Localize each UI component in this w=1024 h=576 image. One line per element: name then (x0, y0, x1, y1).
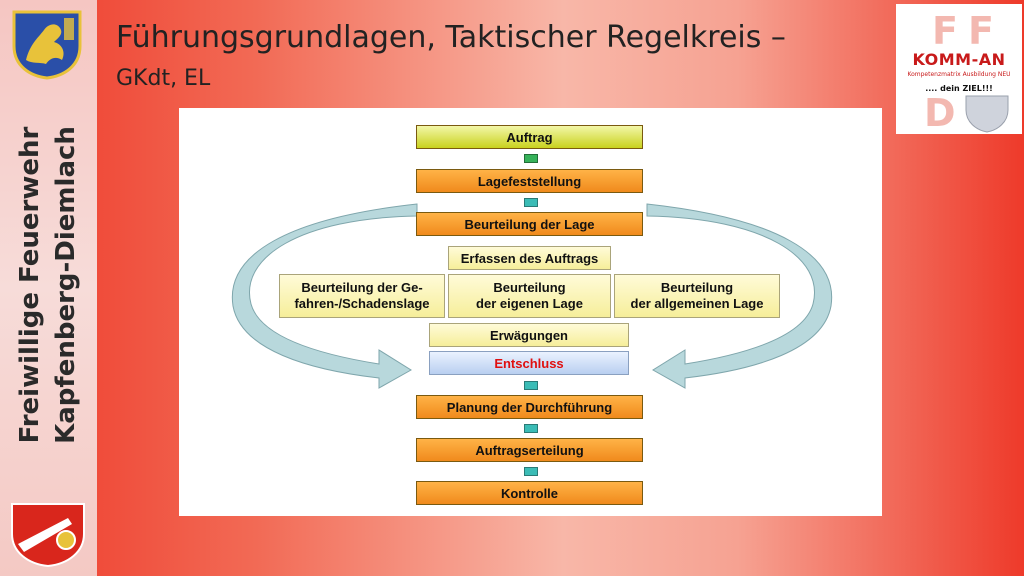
komm-an-logo: F F D KOMM-AN Kompetenzmatrix Ausbildung… (896, 4, 1022, 134)
box-erwaegungen: Erwägungen (429, 323, 629, 347)
box-auftrag: Auftrag (416, 125, 643, 149)
eigene-line-1: Beurteilung (493, 280, 566, 295)
connector-arrow-icon (524, 154, 538, 163)
gefahren-line-2: fahren-/Schadenslage (294, 296, 430, 311)
komm-an-tagline: .... dein ZIEL!!! (925, 84, 993, 93)
box-erfassen-des-auftrags: Erfassen des Auftrags (448, 246, 611, 270)
vertical-org-name: Freiwillige Feuerwehr Kapfenberg-Diemlac… (12, 80, 84, 490)
sidebar: Freiwillige Feuerwehr Kapfenberg-Diemlac… (0, 0, 97, 576)
gefahren-line-1: Beurteilung der Ge- (301, 280, 423, 295)
komm-an-subtitle: Kompetenzmatrix Ausbildung NEU (907, 71, 1011, 78)
connector-arrow-icon (524, 381, 538, 390)
allgemein-line-1: Beurteilung (660, 280, 734, 295)
box-beurteilung-allgemeine-lage: Beurteilung der allgemeinen Lage (614, 274, 780, 318)
komm-an-shield-icon: F F D (924, 9, 1009, 134)
komm-an-title: KOMM-AN (912, 50, 1006, 69)
box-kontrolle: Kontrolle (416, 481, 643, 505)
connector-arrow-icon (524, 198, 538, 207)
connector-arrow-icon (524, 424, 538, 433)
connector-arrow-icon (524, 467, 538, 476)
box-entschluss: Entschluss (429, 351, 629, 375)
crest-icon (12, 10, 82, 80)
fire-brigade-logo-icon (11, 503, 85, 568)
box-beurteilung-der-lage: Beurteilung der Lage (416, 212, 643, 236)
eigene-line-2: der eigenen Lage (476, 296, 583, 311)
slide-title: Führungsgrundlagen, Taktischer Regelkrei… (116, 20, 786, 55)
svg-text:F: F (932, 9, 958, 53)
svg-text:F: F (968, 9, 994, 53)
box-auftragserteilung: Auftragserteilung (416, 438, 643, 462)
cycle-arrows (231, 203, 833, 389)
slide-subtitle: GKdt, EL (116, 66, 211, 91)
allgemein-line-2: der allgemeinen Lage (630, 296, 764, 311)
box-beurteilung-eigene-lage: Beurteilung der eigenen Lage (448, 274, 611, 318)
box-planung: Planung der Durchführung (416, 395, 643, 419)
diagram-panel: Auftrag Lagefeststellung Beurteilung der… (179, 108, 882, 516)
org-line-2: Kapfenberg-Diemlach (51, 126, 81, 444)
right-cycle-arrow-icon (646, 203, 833, 389)
box-beurteilung-gefahren: Beurteilung der Ge- fahren-/Schadenslage (279, 274, 445, 318)
left-cycle-arrow-icon (231, 203, 418, 389)
box-lagefeststellung: Lagefeststellung (416, 169, 643, 193)
org-line-1: Freiwillige Feuerwehr (15, 126, 45, 444)
svg-text:D: D (924, 91, 956, 134)
